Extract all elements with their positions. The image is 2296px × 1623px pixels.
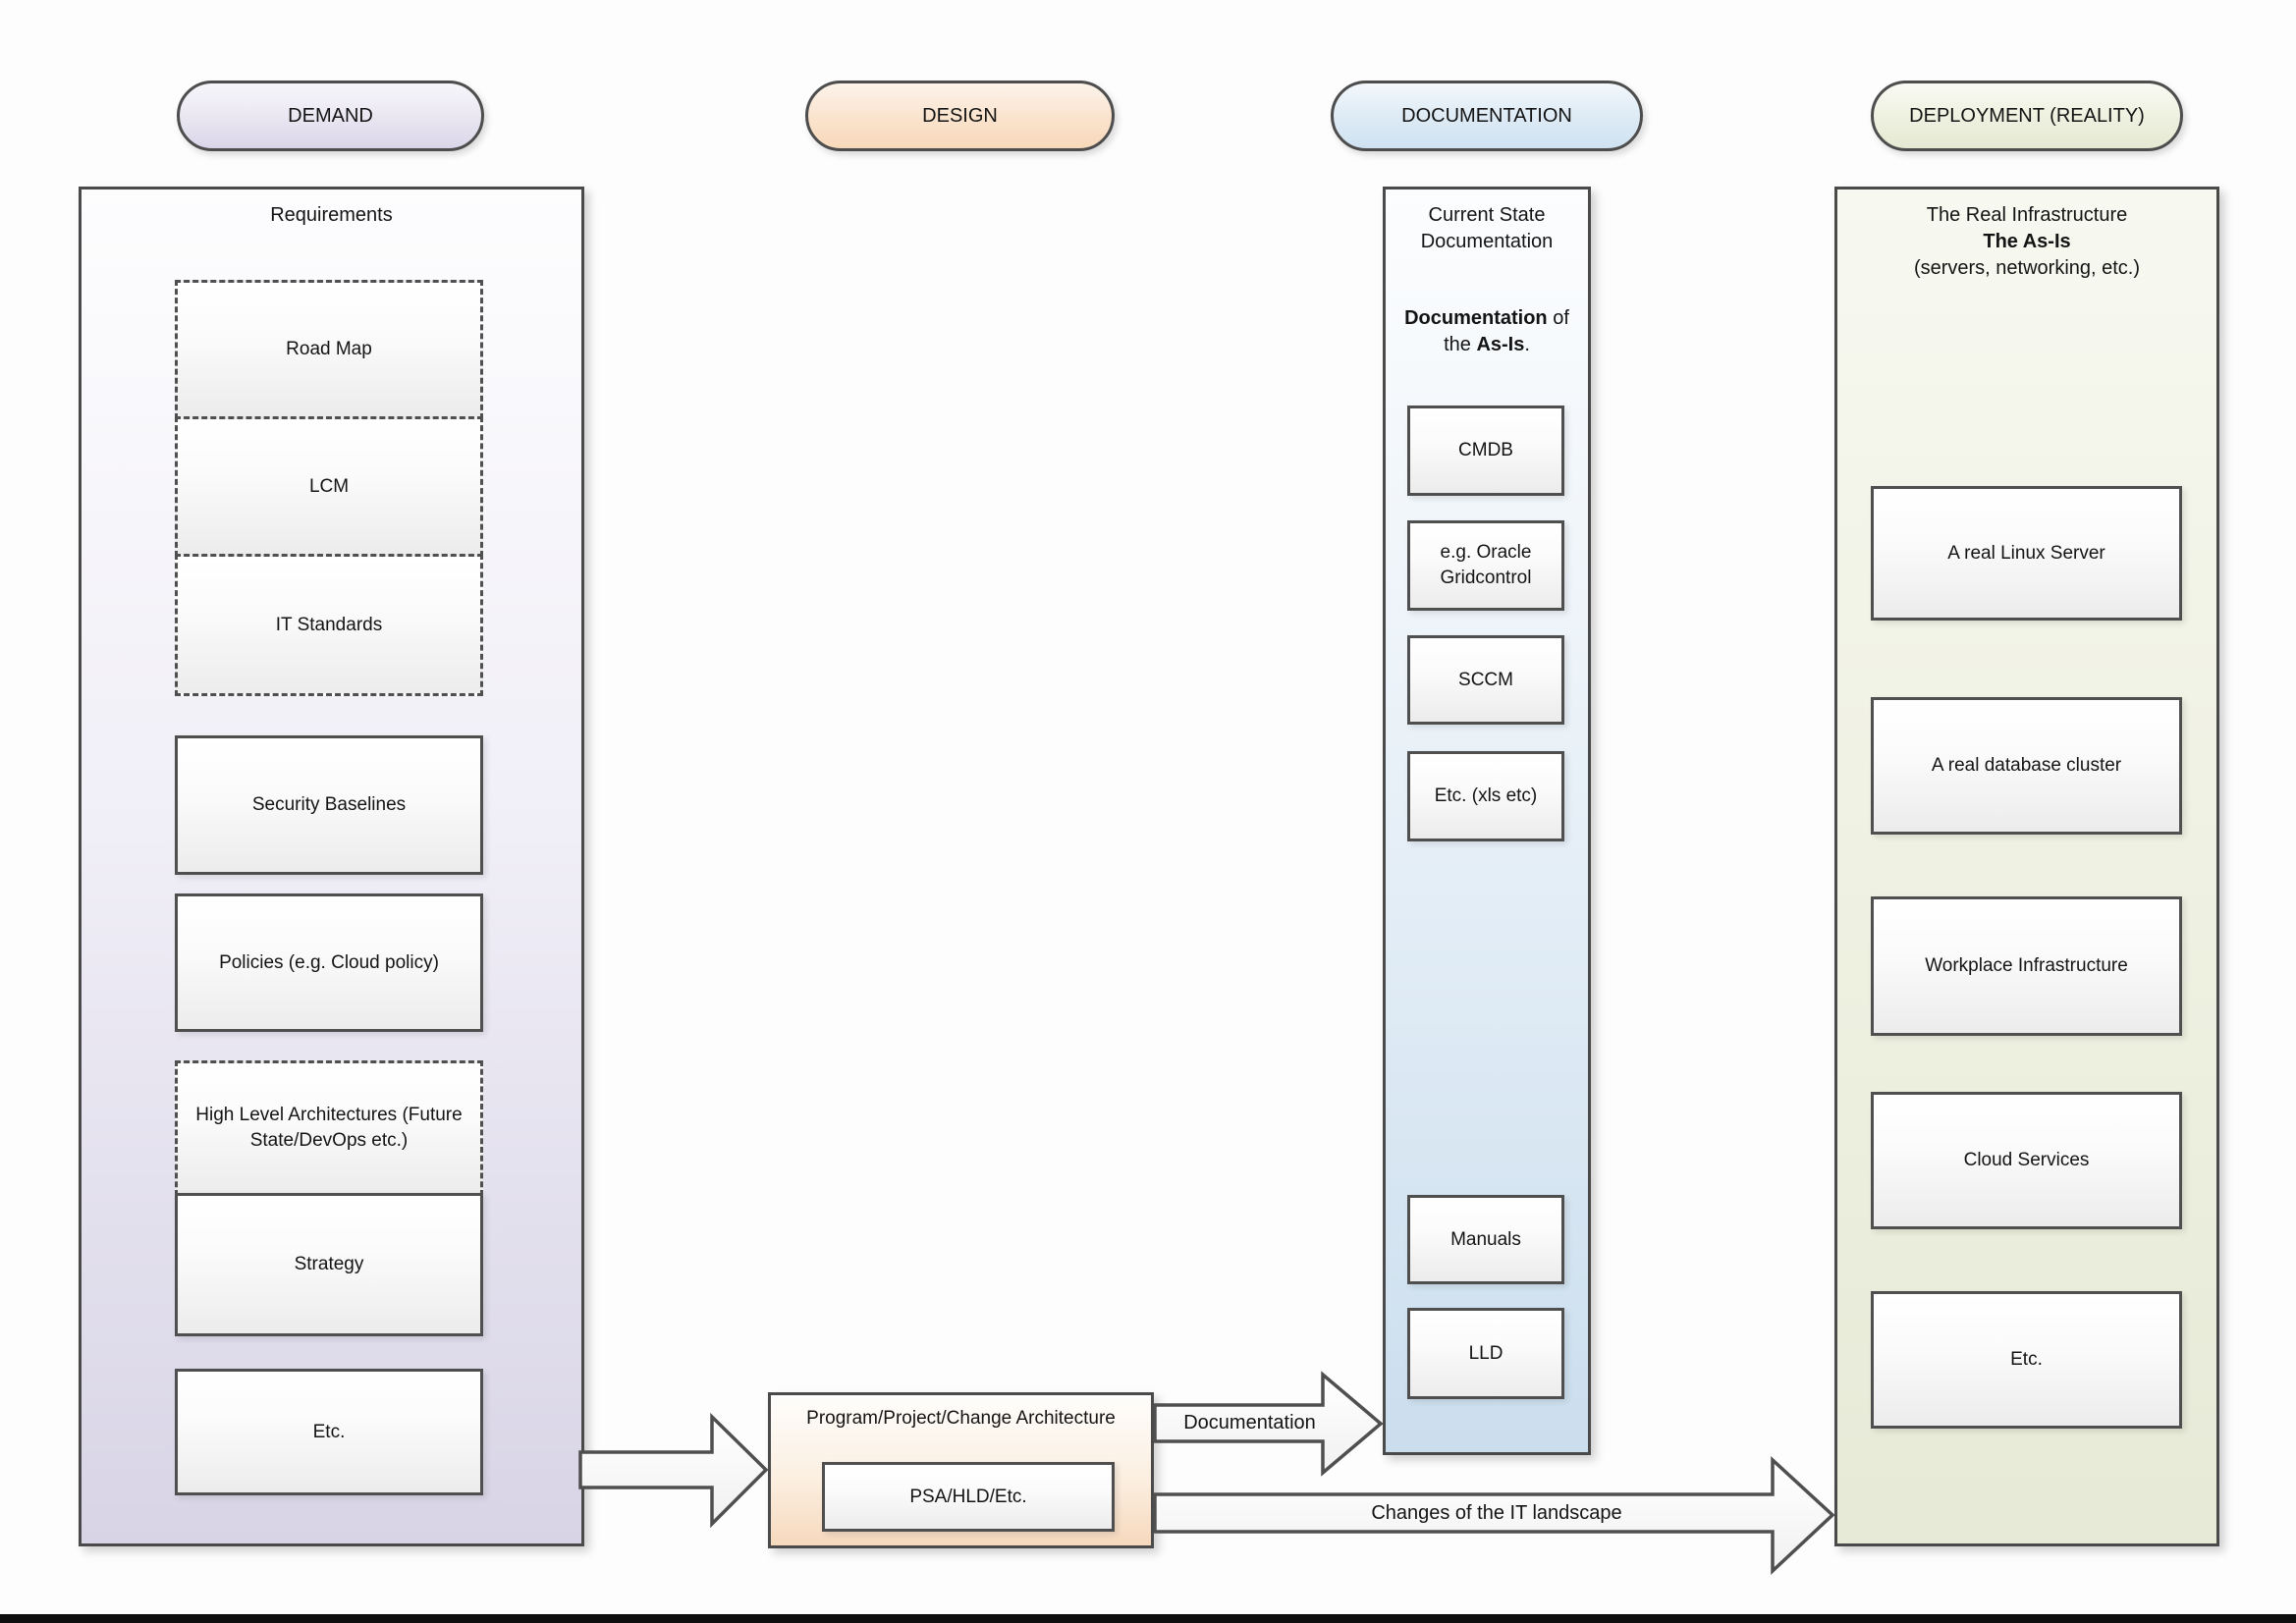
cloud-services-box: Cloud Services [1871,1092,2182,1229]
design-pill: DESIGN [805,81,1115,151]
documentation-title-line2: Documentation [1420,231,1554,252]
it-standards-box: IT Standards [175,554,483,696]
deployment-column-title: The Real Infrastructure The As-Is (serve… [1837,202,2216,282]
it-standards-label: IT Standards [275,614,383,635]
deployment-title-line1: The Real Infrastructure [1926,204,2128,226]
cmdb-label: CMDB [1458,440,1513,460]
deployment-pill-label: DEPLOYMENT (REALITY) [1909,104,2145,127]
deployment-title-line3: (servers, networking, etc.) [1913,257,2141,279]
demand-to-design-arrow [578,1412,769,1529]
deployment-title-line2: The As-Is [1983,231,2071,252]
high-level-architectures-label: High Level Architectures (Future State/D… [195,1105,463,1151]
documentation-pill-label: DOCUMENTATION [1401,104,1572,127]
workplace-infrastructure-label: Workplace Infrastructure [1925,955,2128,976]
etc-xls-box: Etc. (xls etc) [1407,751,1564,841]
demand-etc-label: Etc. [312,1421,346,1442]
psa-hld-label: PSA/HLD/Etc. [909,1486,1027,1507]
oracle-gridcontrol-box: e.g. Oracle Gridcontrol [1407,520,1564,611]
documentation-subtitle-end: . [1524,334,1530,355]
demand-pill-label: DEMAND [288,104,373,127]
design-pill-label: DESIGN [922,104,998,127]
design-program-title: Program/Project/Change Architecture [806,1408,1116,1429]
security-baselines-label: Security Baselines [251,794,407,815]
documentation-subtitle-mid: of the [1444,307,1569,355]
deployment-etc-label: Etc. [2010,1349,2043,1370]
documentation-arrow-label: Documentation [1183,1412,1316,1434]
deployment-pill: DEPLOYMENT (REALITY) [1871,81,2183,151]
lcm-label: LCM [308,475,350,497]
demand-pill: DEMAND [177,81,484,151]
demand-etc-box: Etc. [175,1369,483,1495]
documentation-pill: DOCUMENTATION [1331,81,1643,151]
documentation-subtitle-bold2: As-Is [1476,334,1525,355]
road-map-box: Road Map [175,280,483,419]
policies-box: Policies (e.g. Cloud policy) [175,893,483,1032]
lcm-box: LCM [175,416,483,557]
etc-xls-label: Etc. (xls etc) [1434,785,1538,806]
workplace-infrastructure-box: Workplace Infrastructure [1871,896,2182,1036]
documentation-subtitle-bold1: Documentation [1404,307,1548,329]
road-map-label: Road Map [286,339,372,359]
cmdb-box: CMDB [1407,406,1564,496]
sccm-label: SCCM [1458,669,1513,690]
oracle-gridcontrol-label: e.g. Oracle Gridcontrol [1440,542,1532,588]
demand-column-title: Requirements [270,204,393,226]
high-level-architectures-box: High Level Architectures (Future State/D… [175,1060,483,1196]
sccm-box: SCCM [1407,635,1564,725]
database-cluster-box: A real database cluster [1871,697,2182,835]
documentation-title-line1: Current State [1428,204,1546,226]
psa-hld-box: PSA/HLD/Etc. [822,1462,1115,1532]
database-cluster-label: A real database cluster [1931,755,2122,776]
manuals-label: Manuals [1450,1228,1521,1250]
strategy-box: Strategy [175,1193,483,1336]
linux-server-label: A real Linux Server [1947,542,2105,564]
strategy-label: Strategy [294,1254,364,1274]
documentation-subtitle: Documentation of the As-Is. [1386,305,1588,358]
manuals-box: Manuals [1407,1195,1564,1284]
changes-arrow-label: Changes of the IT landscape [1371,1502,1622,1524]
documentation-column-title: Current State Documentation [1386,202,1588,255]
cloud-services-label: Cloud Services [1963,1150,2090,1170]
deployment-etc-box: Etc. [1871,1291,2182,1429]
linux-server-box: A real Linux Server [1871,486,2182,621]
security-baselines-box: Security Baselines [175,735,483,875]
bottom-divider [0,1614,2296,1623]
lld-label: LLD [1468,1342,1503,1364]
lld-box: LLD [1407,1308,1564,1399]
policies-label: Policies (e.g. Cloud policy) [219,951,439,973]
